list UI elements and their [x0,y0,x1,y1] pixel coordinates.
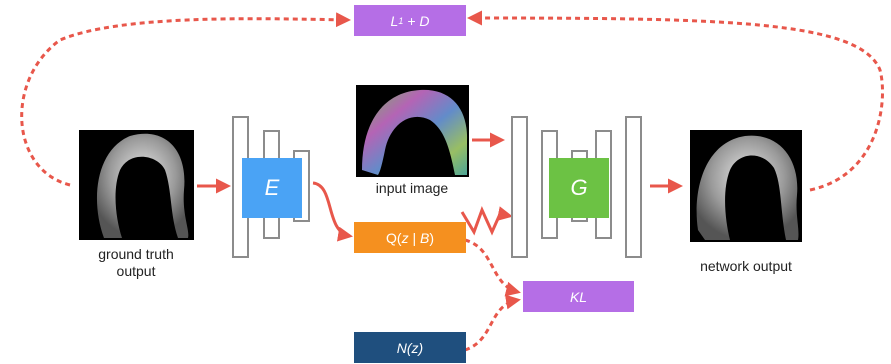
generator-label: G [570,175,588,200]
loss-subscript: 1 [398,15,404,26]
network-output-caption: network output [700,258,792,274]
posterior-b: B [419,229,430,246]
ground-truth-image [79,130,194,240]
arrow-q-to-kl [464,238,521,297]
encoder-node: E [242,158,302,218]
network-output-image [690,130,802,242]
encoder-label: E [264,175,280,200]
arrow-output-to-loss [467,10,884,192]
input-image-caption: input image [375,180,449,196]
loss-rest-label: + D [403,12,430,29]
sampling-zigzag [460,206,513,236]
posterior-z: z [401,229,409,246]
arrow-encoder-to-q [312,181,353,242]
posterior-bar: | [408,229,420,246]
arrow-gt-to-loss [20,12,351,187]
kl-label: KL [569,288,588,305]
posterior-box: Q(z | B) [354,222,466,253]
ground-truth-caption-line2: output [116,263,156,279]
input-image [356,85,469,177]
ground-truth-caption-line1: ground truth [98,246,174,262]
arrow-prior-to-kl [464,294,521,352]
ground-truth-caption: ground truth output [70,246,202,280]
loss-l-label: L [390,12,399,29]
posterior-open: Q( [386,229,402,246]
posterior-close: ) [429,229,434,246]
kl-box: KL [523,281,634,312]
generator-node: G [549,158,609,218]
prior-box: N(z) [354,332,466,363]
prior-label: N(z) [396,339,424,356]
